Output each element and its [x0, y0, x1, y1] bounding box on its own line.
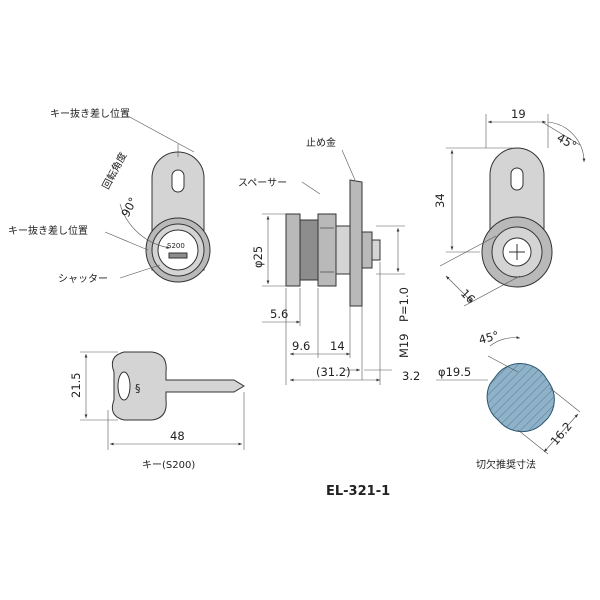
front-slot — [171, 169, 185, 193]
screw-head-icon — [509, 244, 525, 260]
spindle — [361, 231, 373, 269]
dim-diameter-19-5: φ19.5 — [438, 365, 471, 379]
dim-key-length: 48 — [170, 429, 185, 443]
cutout-caption: 切欠推奨寸法 — [476, 458, 536, 471]
front-face — [157, 229, 199, 271]
key-shape — [111, 351, 245, 421]
spindle-end — [371, 239, 381, 261]
spacer — [299, 219, 319, 281]
dim-9-6: 9.6 — [292, 339, 310, 353]
cutout-view — [436, 336, 581, 455]
rear-slot — [510, 167, 524, 191]
key-insert-label-left: キー抜き差し位置 — [8, 224, 88, 237]
key-insert-label-top: キー抜き差し位置 — [50, 107, 130, 120]
dim-19: 19 — [511, 107, 526, 121]
model-number: EL-321-1 — [326, 484, 390, 499]
threaded-body — [335, 225, 351, 275]
cutout-shape — [486, 363, 555, 433]
dim-45-top: 45° — [555, 130, 580, 152]
rotation-angle-value: 90° — [118, 195, 140, 220]
dim-3-2: 3.2 — [402, 369, 420, 383]
dim-34: 34 — [433, 193, 447, 208]
flange-face — [285, 213, 301, 287]
stop-plate-label: 止め金 — [306, 136, 336, 149]
front-keyway — [168, 252, 188, 259]
dim-31-2: (31.2) — [316, 365, 351, 379]
dim-14: 14 — [330, 339, 345, 353]
dim-thread: M19 P=1.0 — [397, 287, 411, 358]
dim-45-cut: 45° — [477, 328, 500, 347]
nut — [317, 213, 337, 287]
dim-key-height: 21.5 — [69, 372, 83, 398]
rear-view — [439, 114, 586, 307]
side-view — [262, 149, 405, 385]
key-view: § — [80, 351, 245, 450]
spacer-label: スペーサー — [238, 177, 287, 189]
key-logo-icon: § — [135, 382, 141, 395]
shutter-label: シャッター — [58, 273, 108, 285]
dim-5-6: 5.6 — [270, 307, 288, 321]
rotation-angle-label: 回転角度 — [99, 150, 129, 191]
key-hole — [117, 371, 131, 401]
key-code-label: S200 — [167, 242, 185, 250]
front-view: S200 — [104, 114, 211, 283]
dim-diameter-25: φ25 — [251, 246, 265, 268]
dim-16: 16 — [458, 286, 478, 306]
dim-16-2: 16.2 — [548, 419, 575, 448]
stop-plate — [349, 179, 363, 307]
key-caption: キー(S200) — [142, 460, 195, 471]
